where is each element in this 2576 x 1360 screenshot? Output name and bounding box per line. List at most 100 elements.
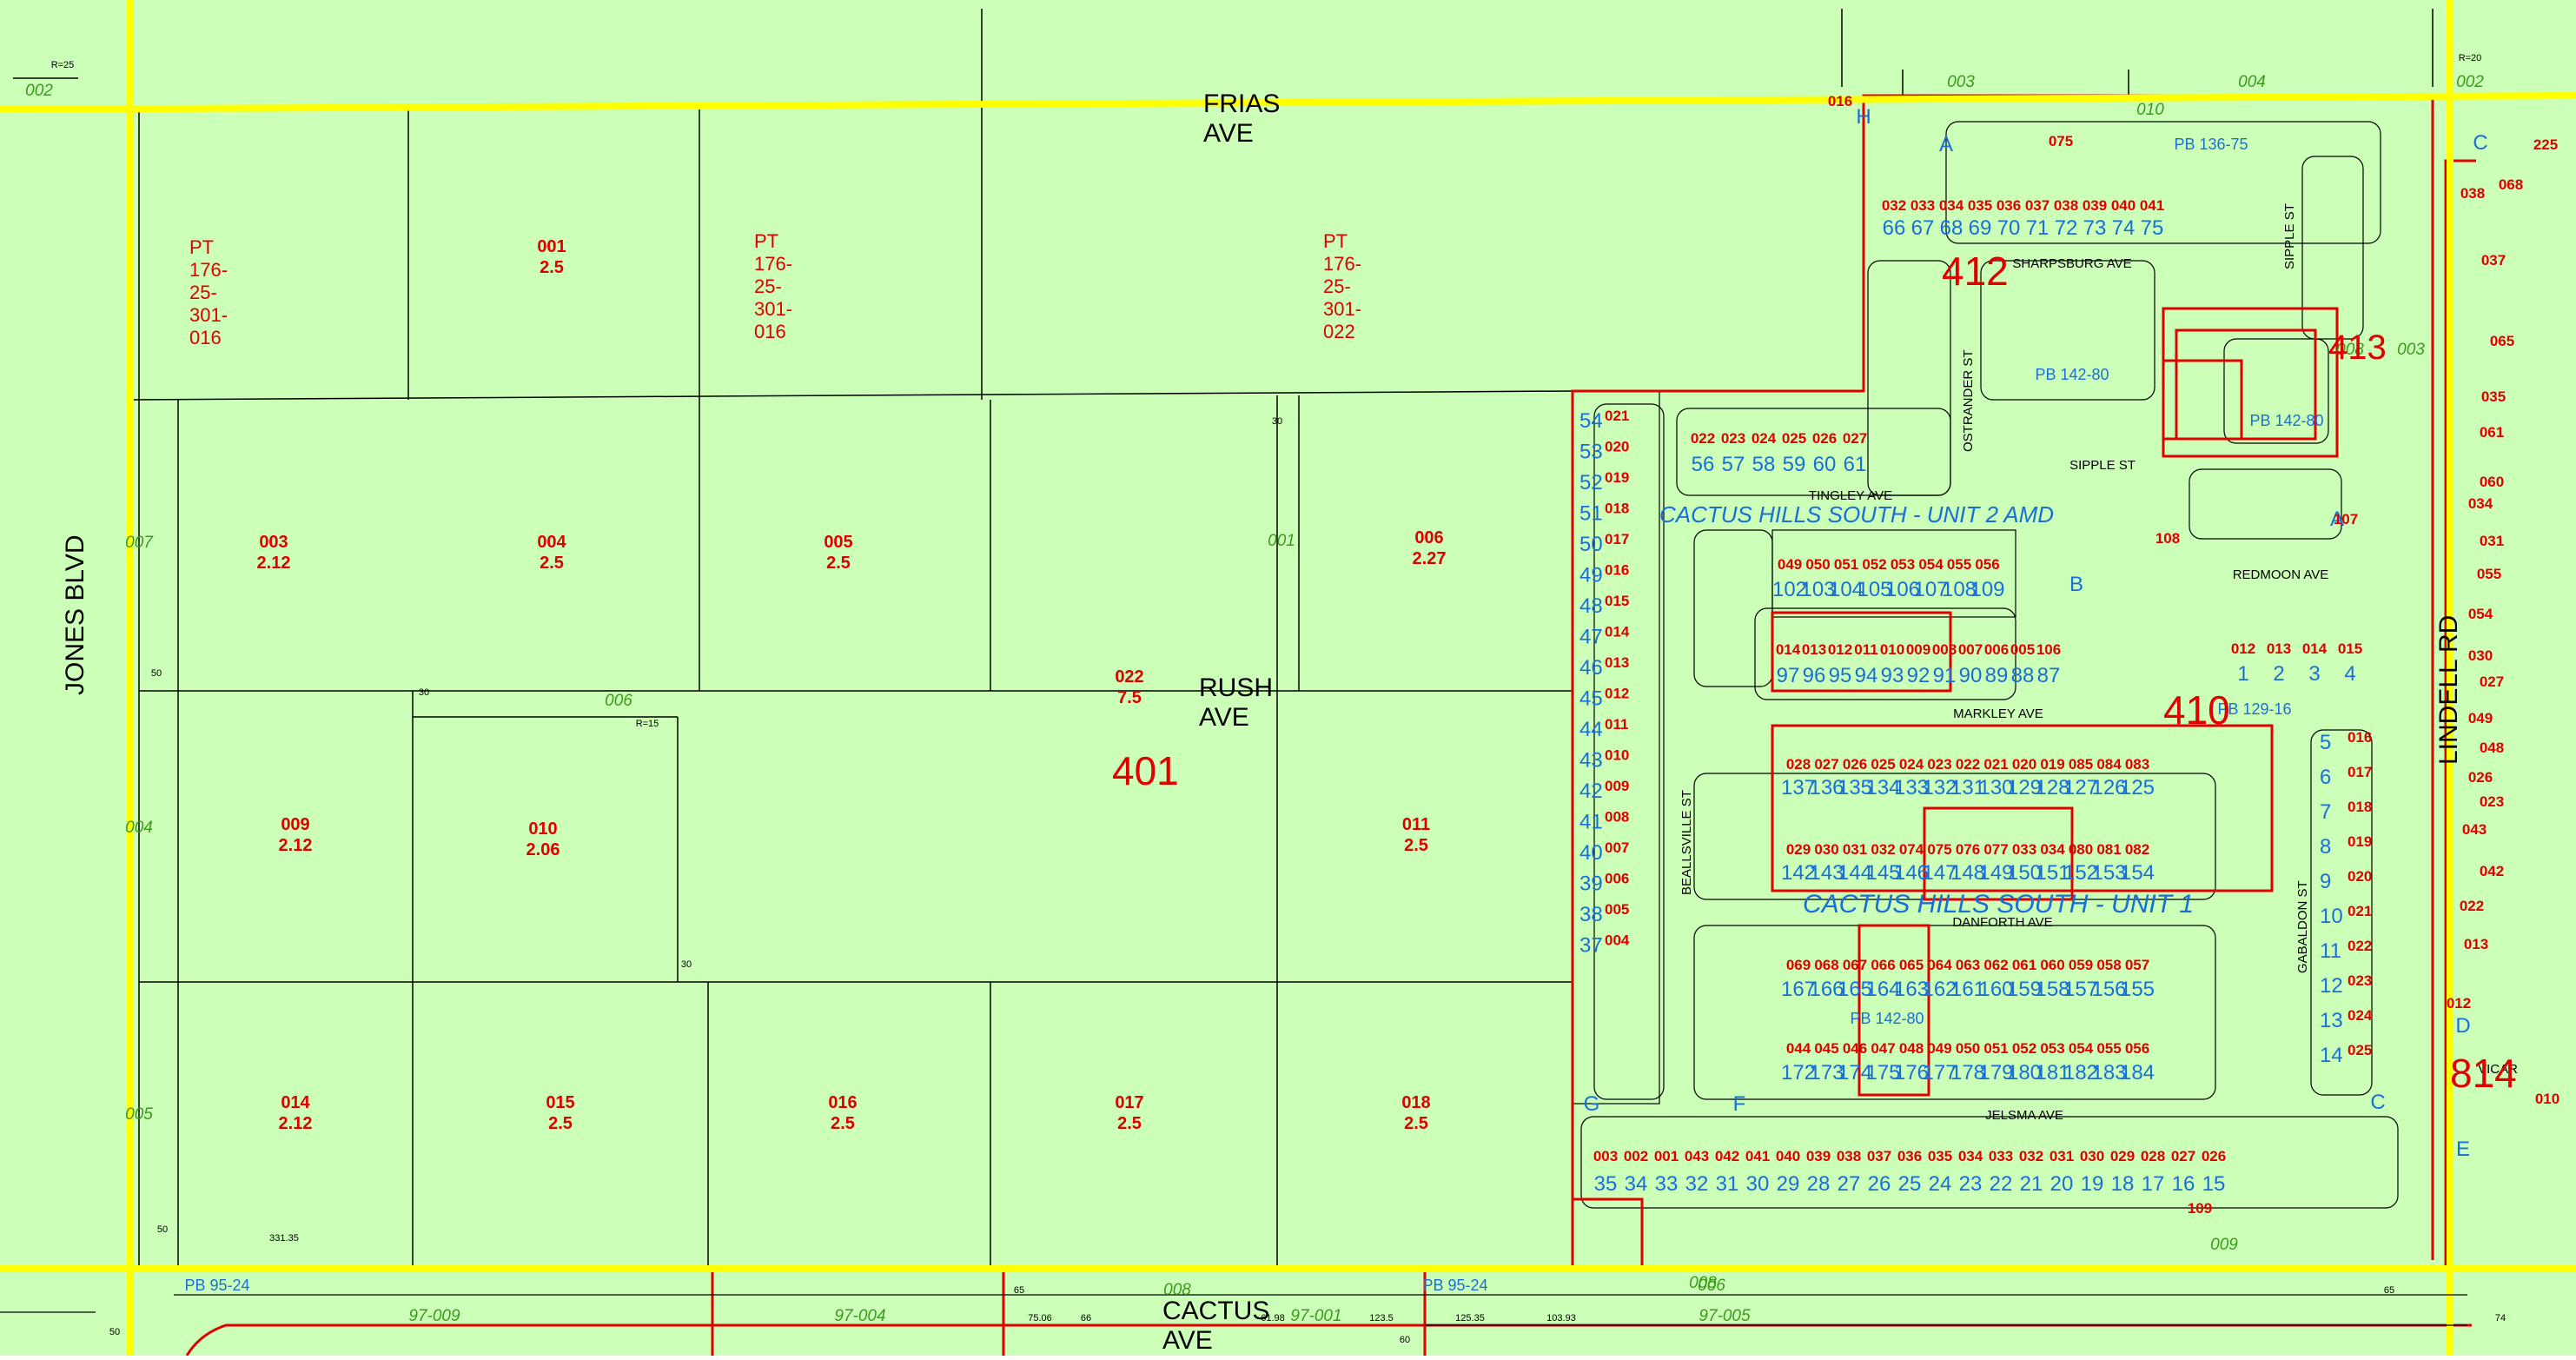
row-97-lot: 91 [1933,664,1957,687]
misc-parcel-number: 037 [2481,252,2506,269]
row-97-parcel: 012 [1828,641,1852,658]
tingley-row-lot: 57 [1722,453,1745,476]
row-137-parcel: 021 [1983,756,2008,773]
tingley-row-lot: 58 [1752,453,1776,476]
local-street-label: DANFORTH AVE [1952,915,2052,930]
misc-parcel-number: 013 [2464,936,2488,952]
row-142-parcel: 075 [1927,841,1951,858]
top-row-parcel: 038 [2054,197,2078,214]
lot-parcel-number: 008 [1605,809,1629,826]
row-137-parcel: 020 [2012,756,2036,773]
lot-parcel-number: 005 [1605,901,1629,918]
redmoon-row-parcel: 014 [2302,640,2328,657]
row-142-parcel: 081 [2096,841,2121,858]
row-137-parcel: 025 [1871,756,1895,773]
redmoon-row-lot: 3 [2308,662,2320,686]
row-167-parcel: 065 [1899,957,1924,973]
row-142-lot: 153 [2091,861,2126,885]
parcel-number: 003 [259,533,288,552]
misc-parcel-number: 225 [2533,136,2558,153]
lot-parcel-number: 020 [1605,439,1629,455]
row-102-parcel: 050 [1805,556,1830,573]
row-167-parcel: 060 [2040,957,2064,973]
row-142-parcel: 074 [1899,841,1924,858]
green-reference-number: 001 [1268,532,1295,550]
block-letter: E [2456,1138,2470,1161]
dimension-label: 123.5 [1369,1313,1394,1324]
row-172-lot: 174 [1838,1061,1872,1085]
row-142-lot: 147 [1922,861,1957,885]
right-column-parcel: 020 [2348,868,2372,885]
bottom-row-lot: 24 [1929,1172,1952,1196]
local-street-label: SIPPLE ST [2069,458,2136,473]
tingley-row-parcel: 026 [1812,430,1837,447]
right-column-parcel: 022 [2348,938,2372,954]
row-137-lot: 135 [1838,776,1872,799]
row-137-parcel: 022 [1956,756,1980,773]
right-column-lot: 12 [2320,974,2343,998]
row-137-parcel: 024 [1899,756,1924,773]
row-137-parcel: 019 [2040,756,2064,773]
bottom-row-lot: 25 [1898,1172,1922,1196]
row-172-parcel: 052 [2012,1040,2036,1057]
row-167-parcel: 064 [1927,957,1952,973]
bottom-row-parcel: 037 [1867,1148,1891,1164]
top-row-lot: 72 [2055,216,2078,240]
green-reference-number: 003 [2397,341,2425,359]
misc-parcel-number: 022 [2460,898,2484,914]
row-167-lot: 162 [1922,978,1957,1001]
misc-parcel-number: 048 [2480,740,2504,756]
row-137-lot: 136 [1809,776,1844,799]
parcel-acreage: 2.5 [540,554,564,573]
row-97-lot: 97 [1777,664,1800,687]
local-street-label: SHARPSBURG AVE [2012,256,2131,271]
bottom-row-lot: 20 [2050,1172,2074,1196]
row-137-lot: 132 [1922,776,1957,799]
block-letter: B [2069,573,2083,596]
green-reference-number: 009 [2210,1236,2238,1254]
bottom-row-parcel: 043 [1685,1148,1709,1164]
bottom-row-lot: 26 [1868,1172,1891,1196]
green-reference-number: 010 [2136,101,2164,119]
row-172-parcel: 049 [1927,1040,1951,1057]
row-97-parcel: 005 [2010,641,2035,658]
row-142-lot: 150 [2007,861,2042,885]
row-102-parcel: 049 [1778,556,1802,573]
row-137-parcel: 085 [2069,756,2093,773]
subdivision-unit-1: CACTUS HILLS SOUTH - UNIT 1 [1803,890,2195,919]
plat-reference: PB 129-16 [2217,700,2291,718]
tingley-row-parcel: 025 [1782,430,1806,447]
parcel-acreage: 2.06 [526,840,560,859]
row-142-parcel: 030 [1814,841,1838,858]
top-row-lot: 75 [2141,216,2164,240]
row-102-parcel: 056 [1975,556,1999,573]
parcel-number: 006 [1414,528,1443,547]
row-97-lot: 93 [1881,664,1904,687]
misc-parcel-number: 031 [2480,533,2504,549]
row-102-lot: 108 [1942,578,1977,601]
dimension-label: 50 [151,668,162,679]
bottom-row-lot: 17 [2142,1172,2165,1196]
parcel-acreage: 2.5 [826,554,851,573]
dimension-label: 103.93 [1546,1313,1576,1324]
dimension-label: R=20 [2459,53,2482,63]
plat-reference: PB 95-24 [1422,1277,1487,1294]
lot-number: 46 [1579,656,1603,680]
row-137-parcel: 023 [1927,756,1951,773]
dimension-label: 50 [157,1224,168,1235]
parcel-number: 018 [1401,1093,1430,1112]
top-row-parcel: 039 [2083,197,2107,214]
bottom-row-lot: 32 [1685,1172,1709,1196]
bottom-row-lot: 34 [1625,1172,1648,1196]
green-reference-number: 002 [25,82,53,100]
misc-parcel-number: 075 [2049,133,2073,149]
dimension-label: 65 [1014,1285,1024,1296]
row-172-lot: 173 [1809,1061,1844,1085]
misc-parcel-number: 043 [2462,821,2487,838]
parcel-number: 001 [537,237,566,256]
lot-parcel-number: 009 [1605,778,1629,794]
row-167-lot: 157 [2063,978,2098,1001]
row-167-lot: 167 [1781,978,1816,1001]
row-167-lot: 165 [1838,978,1872,1001]
